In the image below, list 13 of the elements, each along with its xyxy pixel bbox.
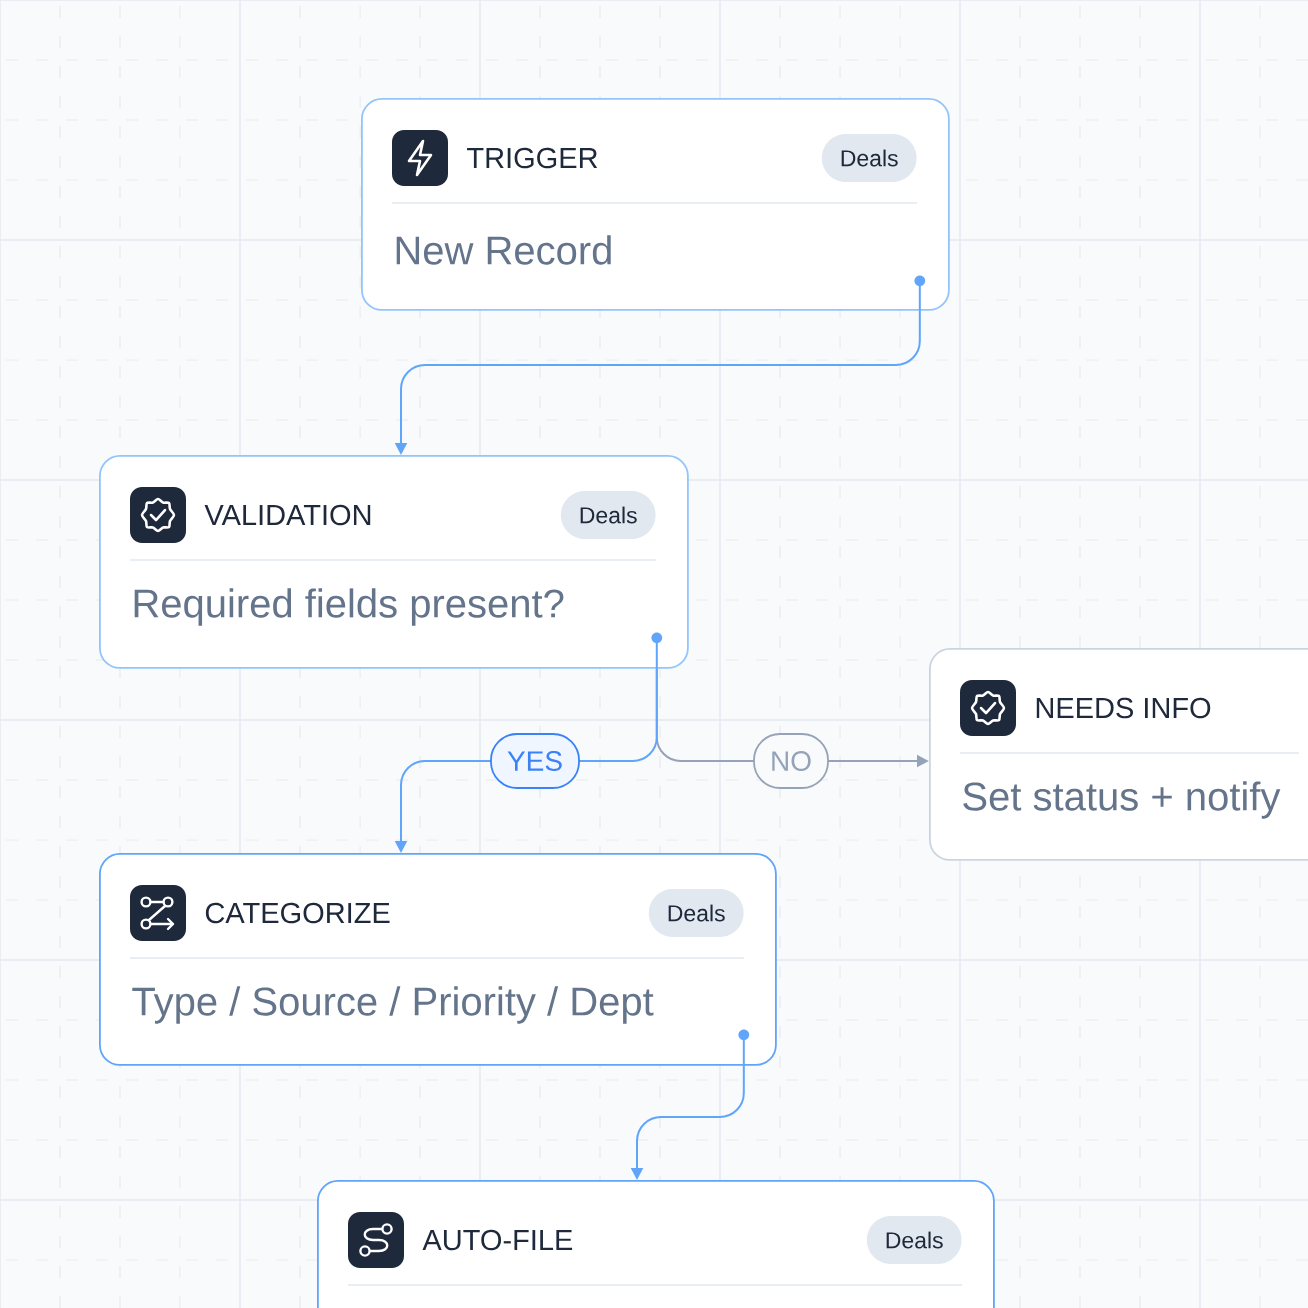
- step-description: Set status + notify: [963, 781, 1281, 819]
- tag-badge: Deals: [648, 889, 744, 937]
- tag-badge: Deals: [866, 1216, 962, 1264]
- card-title: VALIDATION: [204, 504, 371, 526]
- step-description: Type / Source / Priority / Dept: [132, 986, 654, 1024]
- step-description: Required fields present?: [134, 588, 564, 626]
- card-title: TRIGGER: [467, 147, 598, 169]
- card-title: AUTO-FILE: [422, 1229, 573, 1251]
- step-description: New Record: [396, 235, 611, 265]
- tag-badge: Deals: [560, 491, 656, 539]
- tag-badge: Deals: [821, 134, 917, 182]
- card-title: CATEGORIZE: [205, 902, 390, 924]
- card-title: NEEDS INFO: [1036, 697, 1211, 719]
